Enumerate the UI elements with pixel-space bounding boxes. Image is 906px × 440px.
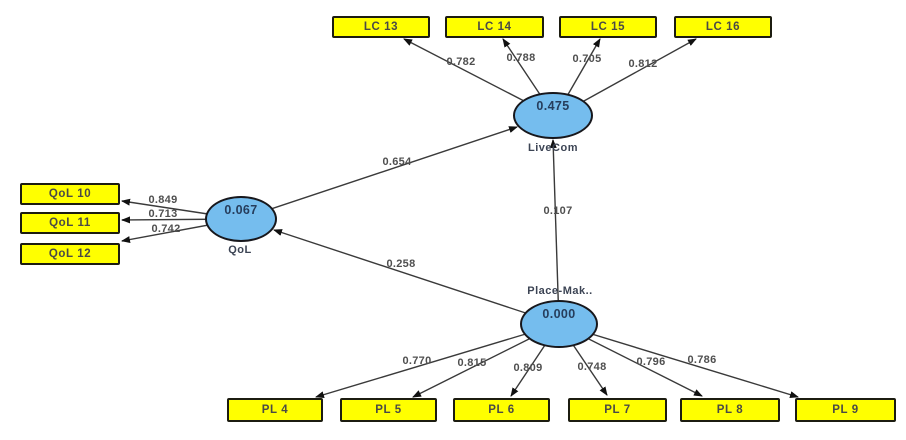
indicator-qol11[interactable]: QoL 11 [20,212,120,234]
path-label-qol-livecom: 0.654 [382,156,412,168]
construct-livecom[interactable]: 0.475 [513,92,593,139]
construct-placemak[interactable]: 0.000 [520,300,598,348]
path-label-placemak-qol: 0.258 [386,258,416,270]
loading-label-pl9: 0.786 [687,354,717,366]
indicator-qol12[interactable]: QoL 12 [20,243,120,265]
loading-label-lc16: 0.812 [628,58,658,70]
construct-qol[interactable]: 0.067 [205,196,277,242]
loading-label-lc14: 0.788 [506,52,536,64]
loading-label-pl8: 0.796 [636,356,666,368]
edge-placemak-to-livecom[interactable] [549,139,560,325]
indicator-pl5[interactable]: PL 5 [340,398,437,422]
indicator-pl4[interactable]: PL 4 [227,398,323,422]
loading-label-pl5: 0.815 [457,357,487,369]
edge-placemak-pl4[interactable] [315,323,560,399]
loading-label-qol12: 0.742 [151,223,181,235]
loading-label-qol11: 0.713 [148,208,178,220]
construct-label-livecom: LiveCom [528,142,578,154]
indicator-pl6[interactable]: PL 6 [453,398,550,422]
loading-label-lc13: 0.782 [446,56,476,68]
edge-qol-to-livecom[interactable] [240,126,518,220]
loading-label-pl7: 0.748 [577,361,607,373]
r2-value-qol: 0.067 [224,203,258,217]
construct-label-placemak: Place-Mak.. [527,285,593,297]
indicator-lc15[interactable]: LC 15 [559,16,657,38]
indicator-pl7[interactable]: PL 7 [568,398,667,422]
indicator-lc14[interactable]: LC 14 [445,16,544,38]
r2-value-placemak: 0.000 [542,307,576,321]
construct-label-qol: QoL [228,244,252,256]
edge-placemak-to-qol[interactable] [273,229,560,325]
indicator-lc16[interactable]: LC 16 [674,16,772,38]
loading-label-lc15: 0.705 [572,53,602,65]
indicator-qol10[interactable]: QoL 10 [20,183,120,205]
loading-label-pl4: 0.770 [402,355,432,367]
loading-label-qol10: 0.849 [148,194,178,206]
path-label-placemak-livecom: 0.107 [543,205,573,217]
edge-placemak-pl9[interactable] [558,323,799,399]
r2-value-livecom: 0.475 [536,99,570,113]
indicator-pl9[interactable]: PL 9 [795,398,896,422]
loading-label-pl6: 0.809 [513,362,543,374]
indicator-pl8[interactable]: PL 8 [680,398,780,422]
indicator-lc13[interactable]: LC 13 [332,16,430,38]
